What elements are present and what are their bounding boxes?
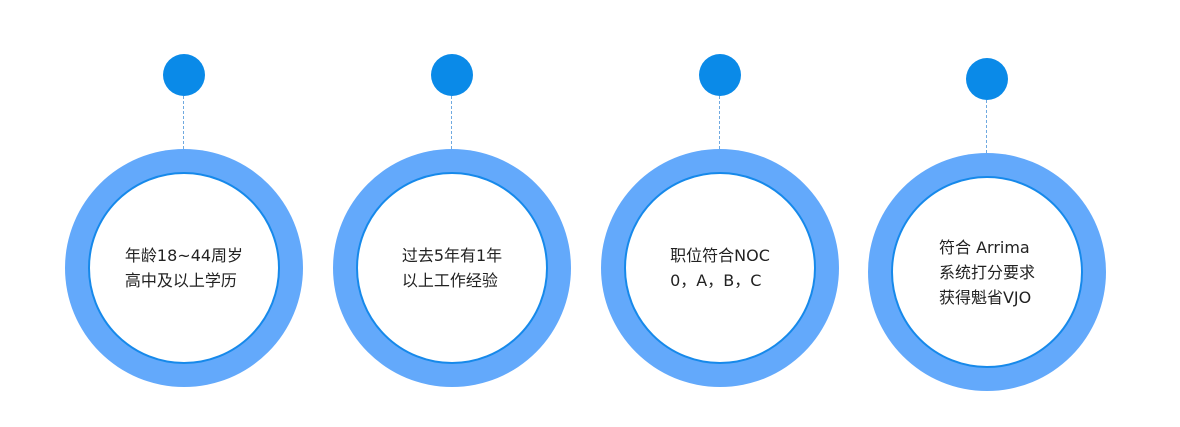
step-circle: 过去5年有1年以上工作经验 [333, 149, 571, 387]
step-text: 职位符合NOC 0，A，B，C [670, 243, 770, 293]
step-circle-inner: 过去5年有1年以上工作经验 [356, 172, 548, 364]
step-text-line: 过去5年有1年 [401, 246, 503, 265]
step-text-line: 系统打分要求 [938, 262, 1035, 282]
step-circle: 职位符合NOC 0，A，B，C [601, 149, 839, 387]
step-text-line: 符合 Arrima [938, 237, 1030, 257]
step-1: 年龄18~44周岁高中及以上学历 [64, 0, 304, 423]
step-4: 符合 Arrima 系统打分要求获得魁省VJO [867, 4, 1107, 427]
dashed-connector [719, 96, 720, 149]
step-text-line: 高中及以上学历 [124, 271, 237, 290]
step-text-line: 获得魁省VJO [938, 287, 1032, 307]
step-marker-dot [163, 54, 205, 96]
dashed-connector [183, 96, 184, 149]
step-text: 符合 Arrima 系统打分要求获得魁省VJO [939, 235, 1035, 310]
step-text: 年龄18~44周岁高中及以上学历 [125, 243, 243, 293]
step-circle-inner: 职位符合NOC 0，A，B，C [624, 172, 816, 364]
dashed-connector [451, 96, 452, 149]
step-circle-inner: 符合 Arrima 系统打分要求获得魁省VJO [891, 176, 1083, 368]
step-marker-dot [431, 54, 473, 96]
step-circle: 符合 Arrima 系统打分要求获得魁省VJO [868, 153, 1106, 391]
step-text-line: 职位符合NOC [670, 246, 770, 265]
step-circle: 年龄18~44周岁高中及以上学历 [65, 149, 303, 387]
step-text-line: 年龄18~44周岁 [124, 246, 244, 265]
step-text-line: 0，A，B，C [670, 271, 762, 290]
step-circle-inner: 年龄18~44周岁高中及以上学历 [88, 172, 280, 364]
step-3: 职位符合NOC 0，A，B，C [600, 0, 840, 423]
step-marker-dot [699, 54, 741, 96]
step-marker-dot [966, 58, 1008, 100]
step-text-line: 以上工作经验 [401, 271, 498, 290]
step-2: 过去5年有1年以上工作经验 [332, 0, 572, 423]
dashed-connector [986, 100, 987, 153]
step-text: 过去5年有1年以上工作经验 [402, 243, 502, 293]
